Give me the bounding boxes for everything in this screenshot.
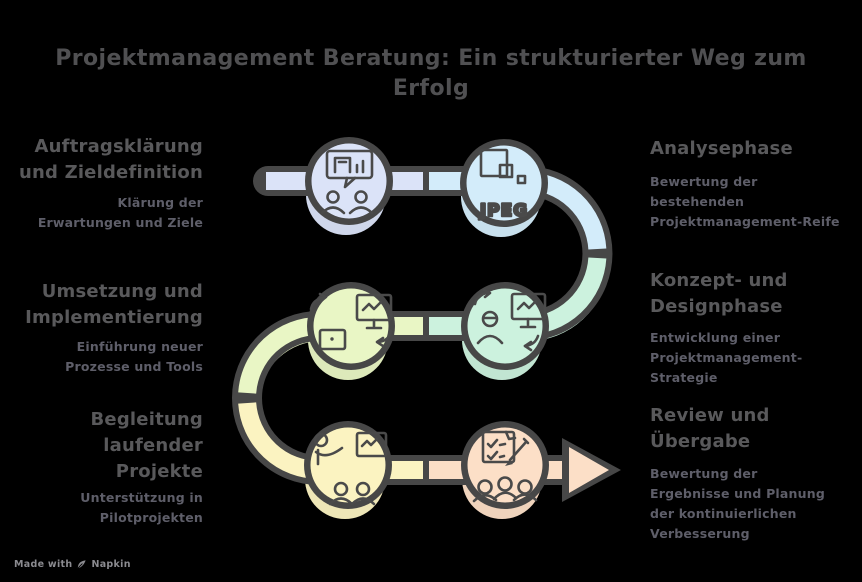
diagram-title: Projektmanagement Beratung: Ein struktur… bbox=[55, 46, 807, 101]
step-4-heading: Konzept- und Designphase bbox=[650, 270, 788, 317]
presentation-training-icon bbox=[313, 431, 388, 506]
jpeg-label: JPEG bbox=[479, 201, 528, 221]
step-6-heading: Review und Übergabe bbox=[650, 405, 770, 452]
step-4-description: Entwicklung einer Projektmanagement- Str… bbox=[650, 330, 803, 385]
jpeg-image-file-icon: JPEG bbox=[478, 148, 528, 222]
step-2-description: Bewertung der bestehenden Projektmanagem… bbox=[650, 174, 840, 229]
user-screen-sync-icon bbox=[473, 288, 547, 352]
step-5-description: Unterstützung in Pilotprojekten bbox=[80, 490, 203, 525]
step-3-description: Einführung neuer Prozesse und Tools bbox=[65, 339, 203, 374]
step-3-heading: Umsetzung und Implementierung bbox=[25, 281, 203, 328]
napkin-pen-nib-icon bbox=[77, 560, 87, 569]
napkin-brand-label: Napkin bbox=[91, 559, 131, 570]
made-with-label: Made with bbox=[14, 559, 73, 570]
step-5-heading: Begleitung laufender Projekte bbox=[90, 409, 203, 482]
flow-end-arrow bbox=[562, 438, 621, 502]
meeting-discussion-icon bbox=[320, 149, 374, 215]
step-1-description: Klärung der Erwartungen und Ziele bbox=[37, 195, 203, 230]
device-sync-icon bbox=[309, 292, 393, 351]
made-with-napkin-footer: Made with Napkin bbox=[14, 559, 131, 570]
step-1-heading: Auftragsklärung und Zieldefinition bbox=[18, 136, 203, 183]
step-2-heading: Analysephase bbox=[650, 138, 793, 159]
step-6-description: Bewertung der Ergebnisse und Planung der… bbox=[650, 466, 825, 541]
checklist-team-icon bbox=[472, 430, 538, 503]
